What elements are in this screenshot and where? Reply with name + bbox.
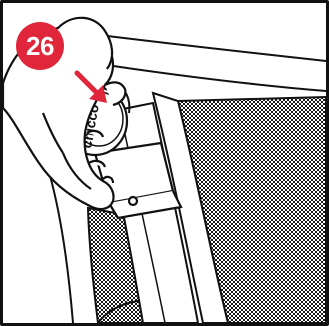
step-number-badge: 26 xyxy=(16,22,64,70)
